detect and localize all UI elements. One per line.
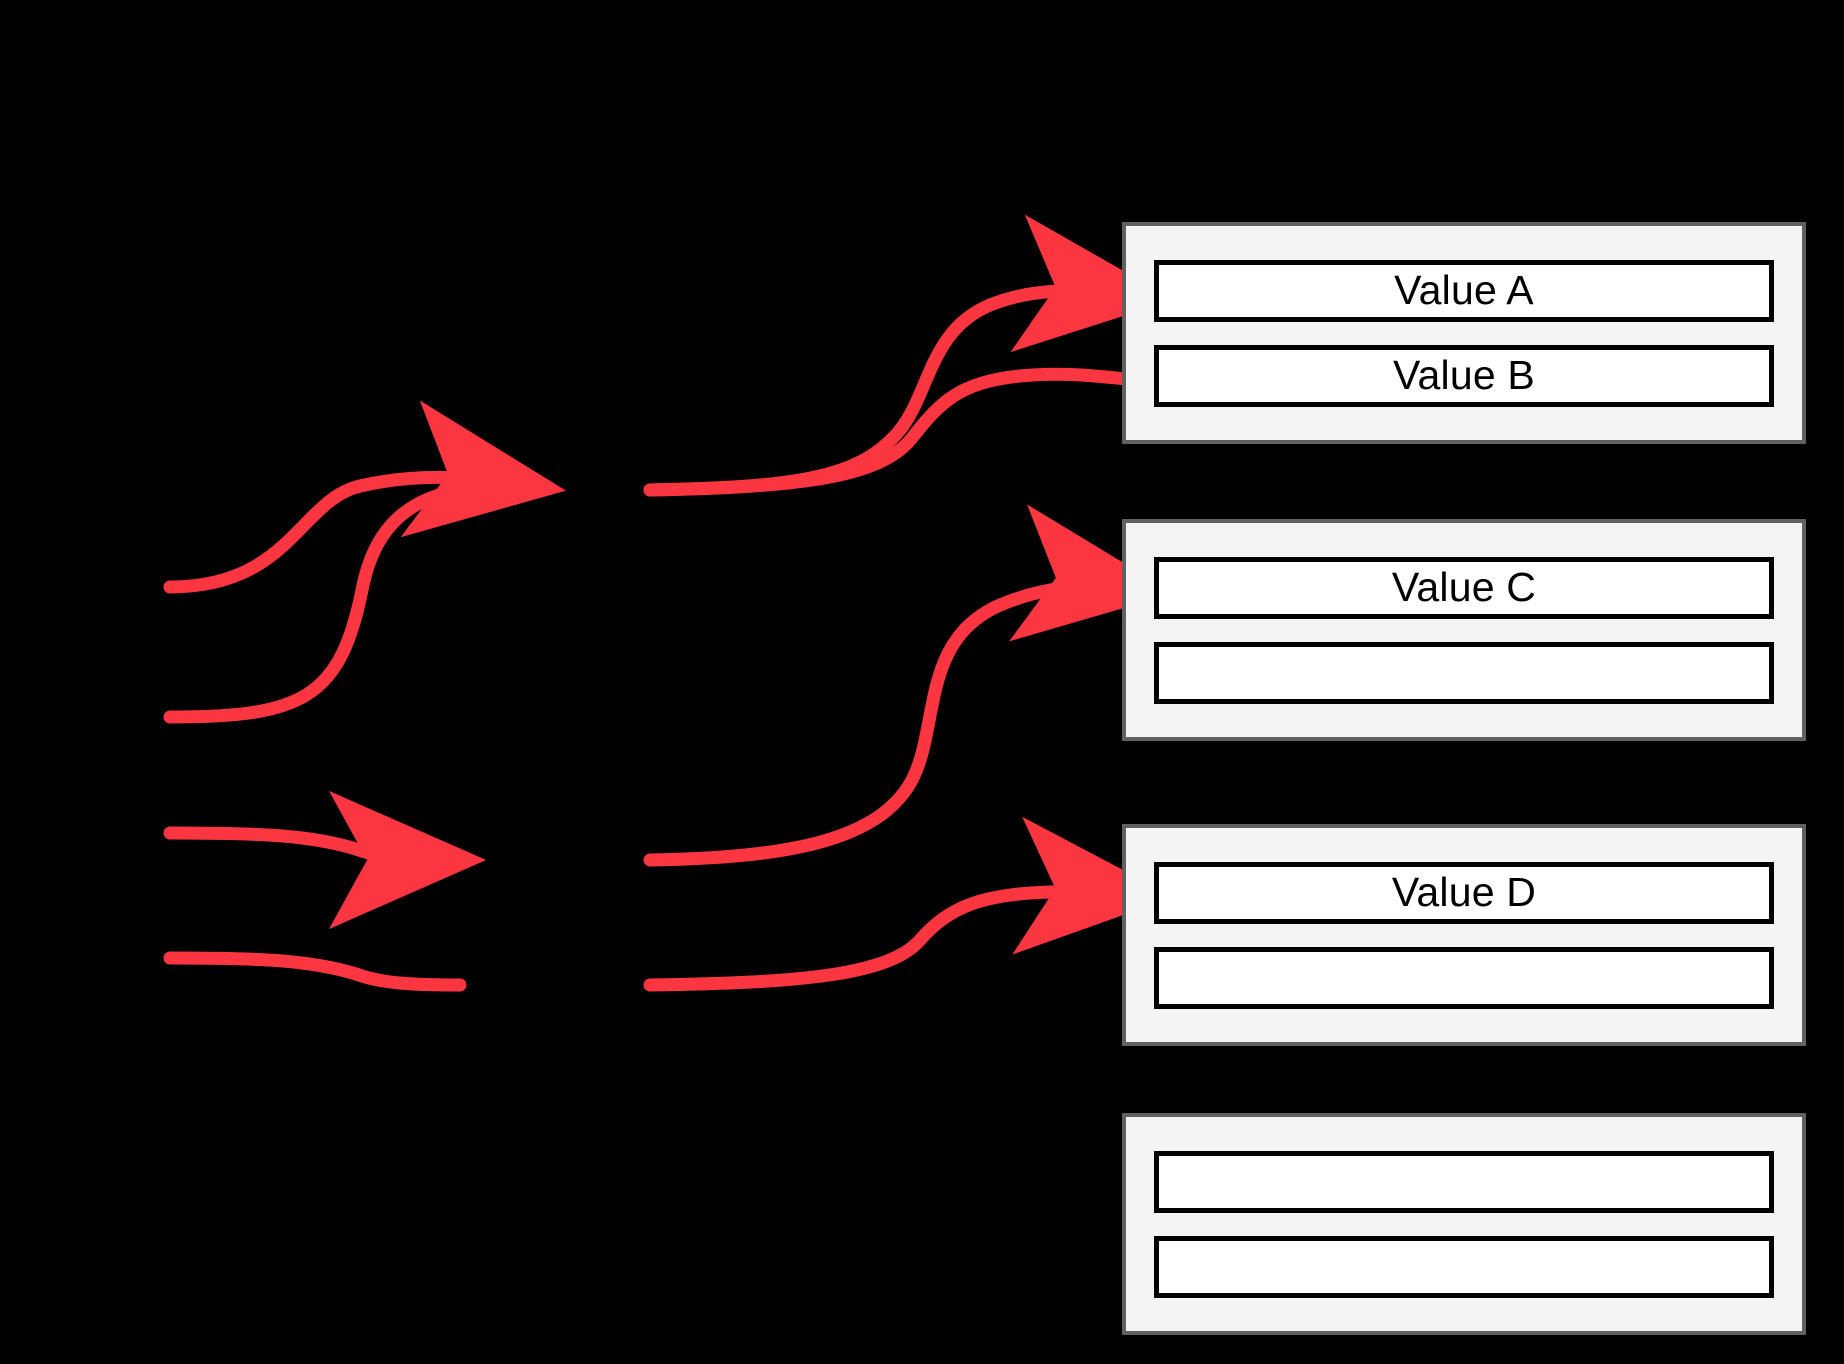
panel-4[interactable] [1122, 1113, 1806, 1335]
slot-value-b-label: Value B [1393, 352, 1535, 398]
panel-1[interactable]: Value A Value B [1122, 222, 1806, 444]
slot-panel4-empty-bottom[interactable] [1154, 1235, 1774, 1298]
slot-panel3-empty[interactable] [1154, 946, 1774, 1009]
slot-value-c-label: Value C [1391, 564, 1537, 610]
slot-value-d[interactable]: Value D [1154, 861, 1774, 924]
slot-value-c[interactable]: Value C [1154, 556, 1774, 619]
slot-panel2-empty[interactable] [1154, 641, 1774, 704]
edge-source-3 [163, 790, 487, 930]
slot-value-a[interactable]: Value A [1154, 259, 1774, 322]
edge-to-value-a [643, 214, 1175, 497]
edge-source-2 [163, 479, 547, 724]
edge-to-value-d [643, 816, 1175, 992]
edge-source-4 [163, 951, 467, 992]
edge-source-1 [163, 400, 566, 594]
panel-3[interactable]: Value D [1122, 824, 1806, 1046]
slot-value-b[interactable]: Value B [1154, 344, 1774, 407]
edge-to-value-c [643, 504, 1174, 867]
edge-to-value-b [643, 367, 1155, 497]
slot-value-a-label: Value A [1394, 267, 1534, 313]
panel-2[interactable]: Value C [1122, 519, 1806, 741]
slot-value-d-label: Value D [1391, 869, 1537, 915]
slot-panel4-empty-top[interactable] [1154, 1150, 1774, 1213]
